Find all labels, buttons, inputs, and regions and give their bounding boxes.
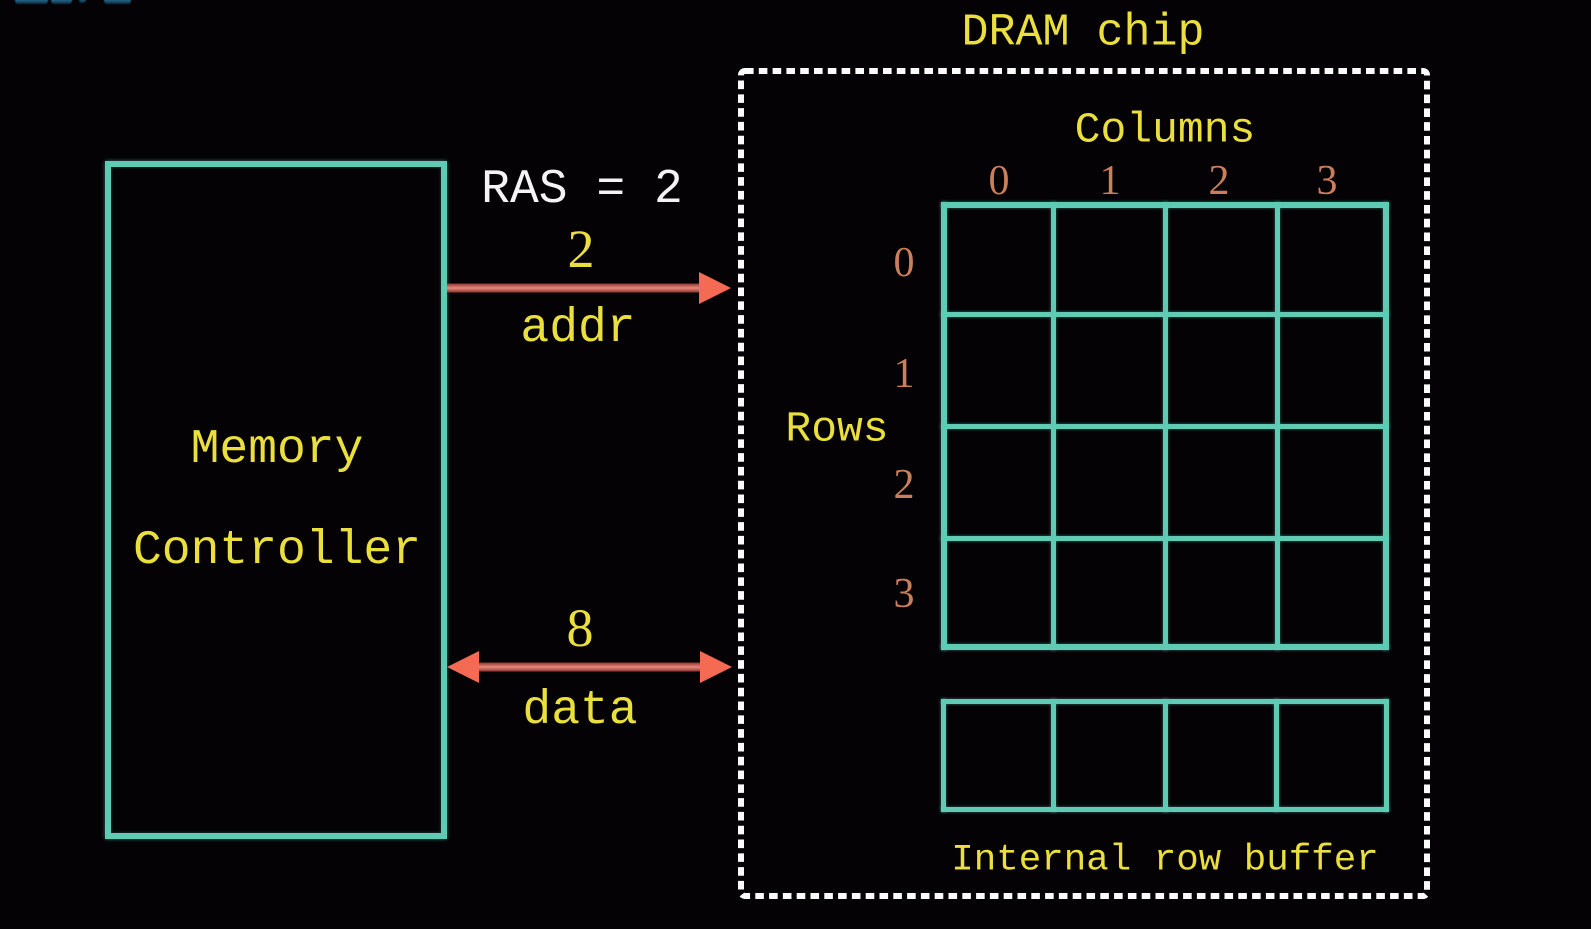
column-index-3: 3 xyxy=(1316,158,1338,204)
memory-controller-box xyxy=(105,161,447,839)
dram-cell-array-grid xyxy=(941,202,1389,650)
internal-row-buffer-label: Internal row buffer xyxy=(951,839,1379,882)
clipped-blue-mark xyxy=(15,0,48,4)
data-bus-width-value: 8 xyxy=(566,598,594,658)
addr-bus-arrow xyxy=(447,272,731,304)
columns-header-label: Columns xyxy=(1074,105,1256,155)
data-bus-label: data xyxy=(522,684,638,738)
row-index-1: 1 xyxy=(893,351,915,397)
data-bus-arrow xyxy=(447,651,732,683)
memory-controller-label-line1: Memory xyxy=(190,423,364,477)
row-index-0: 0 xyxy=(893,240,915,286)
column-index-0: 0 xyxy=(988,158,1010,204)
addr-bus-label: addr xyxy=(520,302,636,356)
addr-bus-width-value: 2 xyxy=(567,219,595,279)
column-index-2: 2 xyxy=(1208,158,1230,204)
row-index-2: 2 xyxy=(893,462,915,508)
internal-row-buffer-grid xyxy=(941,699,1389,812)
dram-chip-title: DRAM chip xyxy=(961,7,1205,59)
ras-value-annotation: RAS = 2 xyxy=(481,163,683,217)
clipped-blue-mark xyxy=(51,0,72,4)
row-index-3: 3 xyxy=(893,571,915,617)
rows-header-label: Rows xyxy=(785,404,889,454)
column-index-1: 1 xyxy=(1099,158,1121,204)
clipped-blue-mark xyxy=(104,0,131,4)
dram-chip-dashed-border xyxy=(738,68,1430,899)
memory-controller-label-line2: Controller xyxy=(132,524,422,578)
clipped-blue-mark xyxy=(79,0,86,3)
